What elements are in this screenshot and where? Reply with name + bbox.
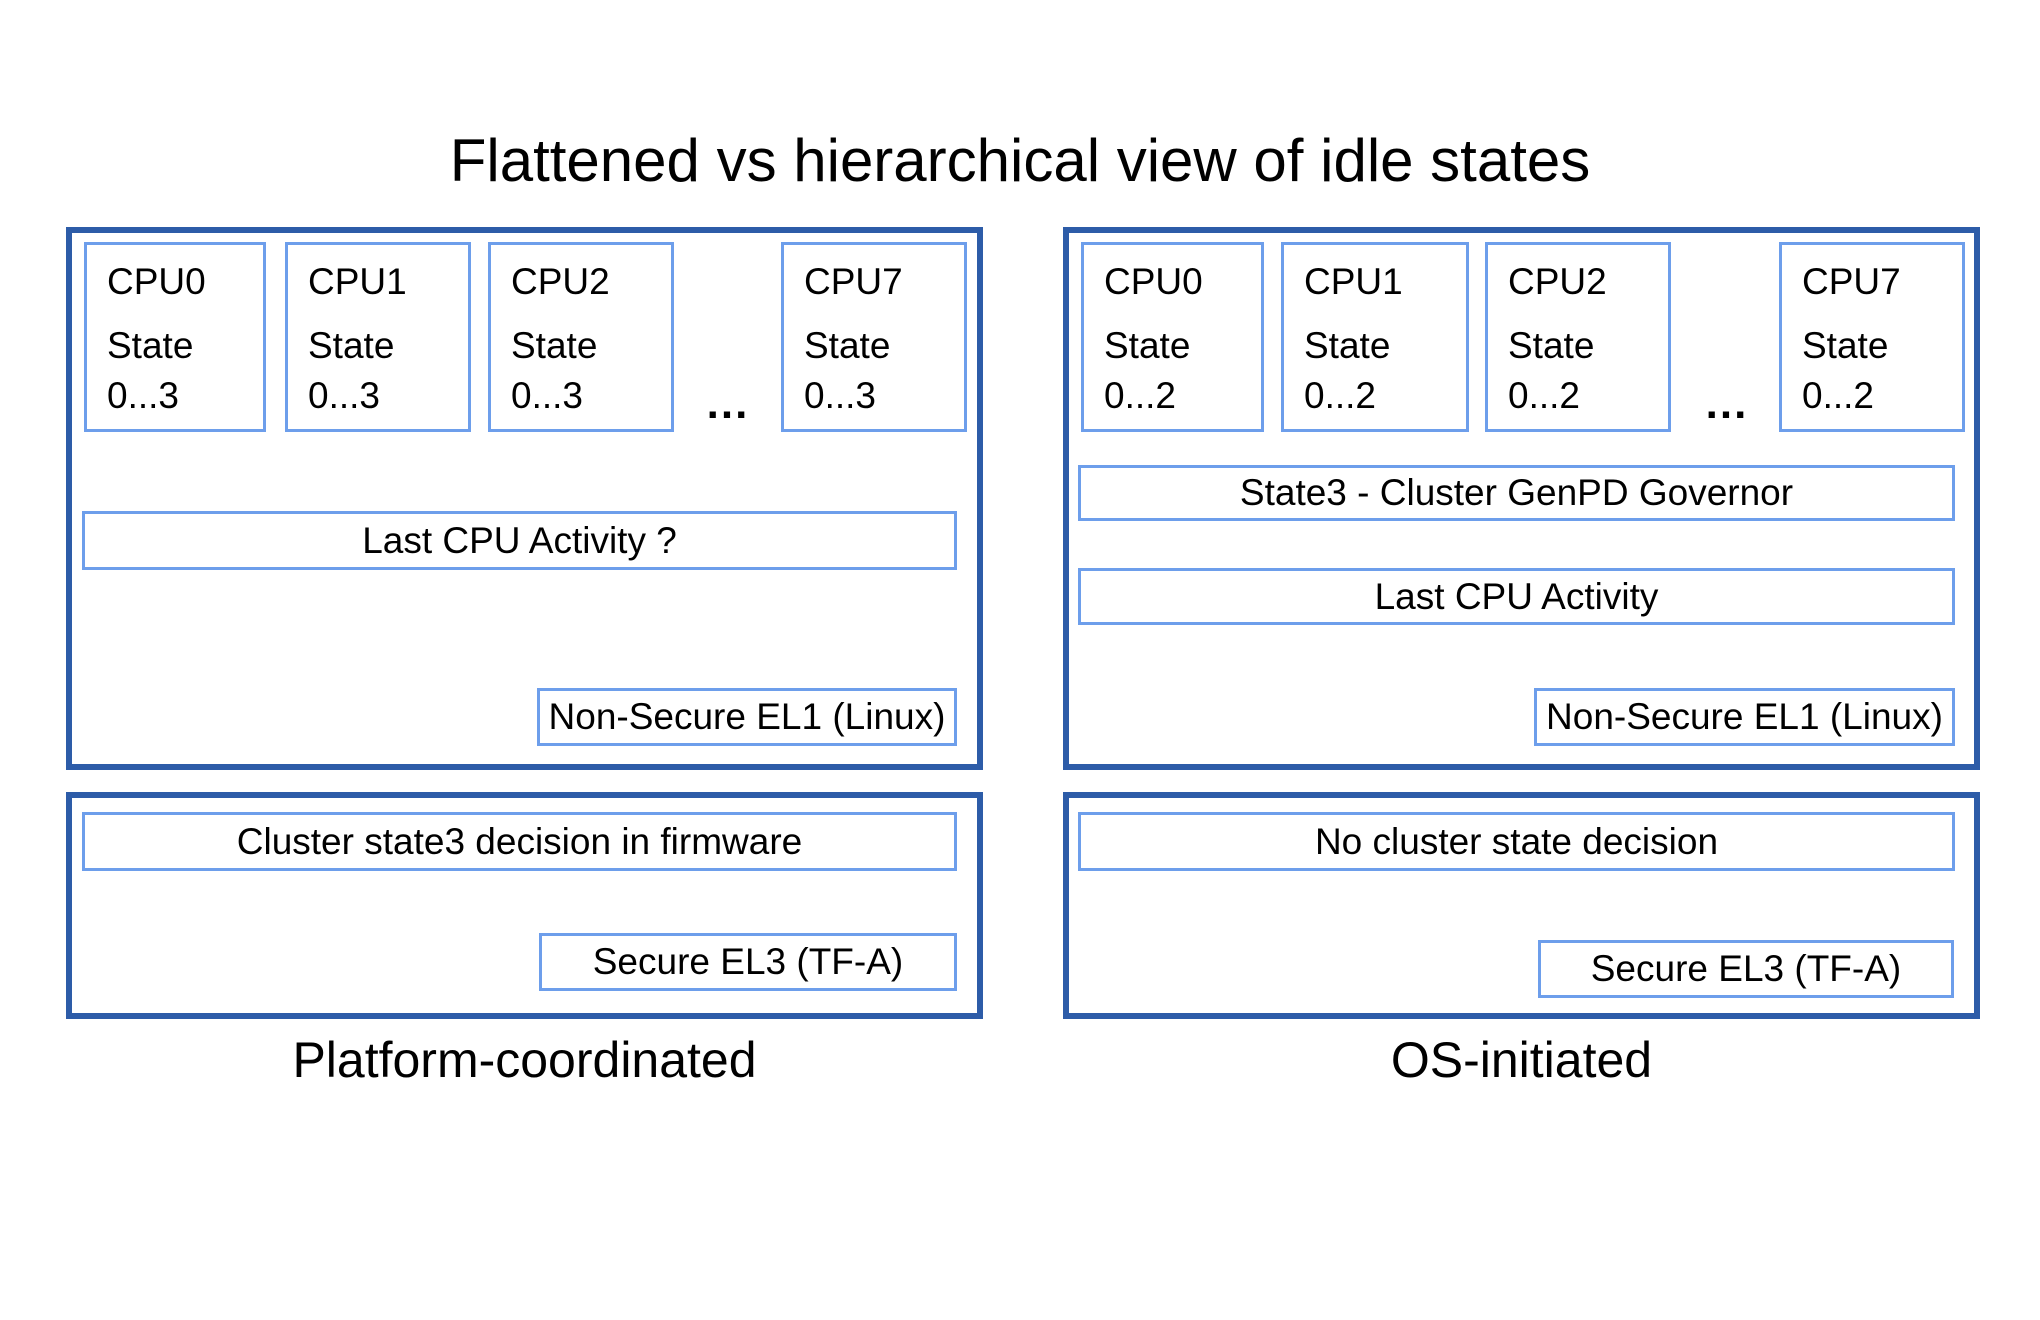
nonsecure-el1-label: Non-Secure EL1 (Linux)	[548, 696, 946, 737]
right-cpu1-box: CPU1 State 0...2	[1281, 242, 1469, 432]
right-cpu0-box: CPU0 State 0...2	[1081, 242, 1264, 432]
cpu-name: CPU1	[308, 261, 407, 302]
cpu-state: State 0...2	[1508, 321, 1662, 421]
cpu-state-label: State	[107, 325, 194, 366]
cpu-state-range: 0...2	[1104, 375, 1176, 416]
left-cpu2-box: CPU2 State 0...3	[488, 242, 674, 432]
cpu-state-label: State	[511, 325, 598, 366]
cpu-state-range: 0...2	[1304, 375, 1376, 416]
cpu-state: State 0...2	[1802, 321, 1956, 421]
cpu-name: CPU2	[511, 261, 610, 302]
left-nonsecure-el1-panel: CPU0 State 0...3 CPU1 State 0...3 CPU2 S…	[66, 227, 983, 770]
secure-el3-box: Secure EL3 (TF-A)	[1538, 940, 1954, 998]
secure-el3-label: Secure EL3 (TF-A)	[1590, 948, 1902, 989]
last-cpu-activity-box: Last CPU Activity	[1078, 568, 1955, 625]
cpu-state-label: State	[804, 325, 891, 366]
cpu-state-range: 0...2	[1508, 375, 1580, 416]
nonsecure-el1-label: Non-Secure EL1 (Linux)	[1546, 696, 1943, 737]
cluster-decision-label: Cluster state3 decision in firmware	[236, 820, 803, 862]
cpu-state-label: State	[1508, 325, 1595, 366]
cpu-state-label: State	[1304, 325, 1391, 366]
cpu-state-label: State	[1802, 325, 1889, 366]
last-cpu-activity-label: Last CPU Activity ?	[362, 519, 677, 561]
secure-el3-box: Secure EL3 (TF-A)	[539, 933, 957, 991]
cpu-state: State 0...3	[308, 321, 462, 421]
cpu-state: State 0...2	[1104, 321, 1255, 421]
right-cpu2-box: CPU2 State 0...2	[1485, 242, 1671, 432]
cpu-state-range: 0...3	[511, 375, 583, 416]
left-cpu0-box: CPU0 State 0...3	[84, 242, 266, 432]
cpu-ellipsis: ...	[1705, 379, 1749, 428]
cpu-name: CPU0	[1104, 261, 1203, 302]
secure-el3-label: Secure EL3 (TF-A)	[592, 941, 904, 982]
cpu-state-range: 0...2	[1802, 375, 1874, 416]
cpu-state-label: State	[1104, 325, 1191, 366]
cluster-decision-label: No cluster state decision	[1314, 820, 1719, 862]
cpu-state-range: 0...3	[308, 375, 380, 416]
cpu-state-range: 0...3	[804, 375, 876, 416]
cluster-decision-box: No cluster state decision	[1078, 812, 1955, 871]
genpd-governor-box: State3 - Cluster GenPD Governor	[1078, 465, 1955, 521]
cluster-decision-box: Cluster state3 decision in firmware	[82, 812, 957, 871]
right-cpu7-box: CPU7 State 0...2	[1779, 242, 1965, 432]
left-cpu1-box: CPU1 State 0...3	[285, 242, 471, 432]
cpu-name: CPU7	[804, 261, 903, 302]
cpu-state-label: State	[308, 325, 395, 366]
last-cpu-activity-box: Last CPU Activity ?	[82, 511, 957, 570]
nonsecure-el1-box: Non-Secure EL1 (Linux)	[1534, 688, 1955, 746]
last-cpu-activity-label: Last CPU Activity	[1374, 575, 1659, 617]
cpu-state: State 0...2	[1304, 321, 1460, 421]
left-cpu7-box: CPU7 State 0...3	[781, 242, 967, 432]
cpu-state: State 0...3	[804, 321, 958, 421]
cpu-name: CPU2	[1508, 261, 1607, 302]
cpu-name: CPU0	[107, 261, 206, 302]
right-secure-el3-panel: No cluster state decision Secure EL3 (TF…	[1063, 792, 1980, 1019]
cpu-state-range: 0...3	[107, 375, 179, 416]
cpu-name: CPU1	[1304, 261, 1403, 302]
os-initiated-label: OS-initiated	[1390, 1032, 1653, 1088]
nonsecure-el1-box: Non-Secure EL1 (Linux)	[537, 688, 957, 746]
genpd-governor-label: State3 - Cluster GenPD Governor	[1239, 472, 1794, 513]
slide-title: Flattened vs hierarchical view of idle s…	[449, 127, 1591, 194]
right-nonsecure-el1-panel: CPU0 State 0...2 CPU1 State 0...2 CPU2 S…	[1063, 227, 1980, 770]
cpu-state: State 0...3	[511, 321, 665, 421]
cpu-ellipsis: ...	[706, 379, 750, 428]
cpu-name: CPU7	[1802, 261, 1901, 302]
left-secure-el3-panel: Cluster state3 decision in firmware Secu…	[66, 792, 983, 1019]
platform-coordinated-label: Platform-coordinated	[292, 1032, 757, 1088]
cpu-state: State 0...3	[107, 321, 257, 421]
